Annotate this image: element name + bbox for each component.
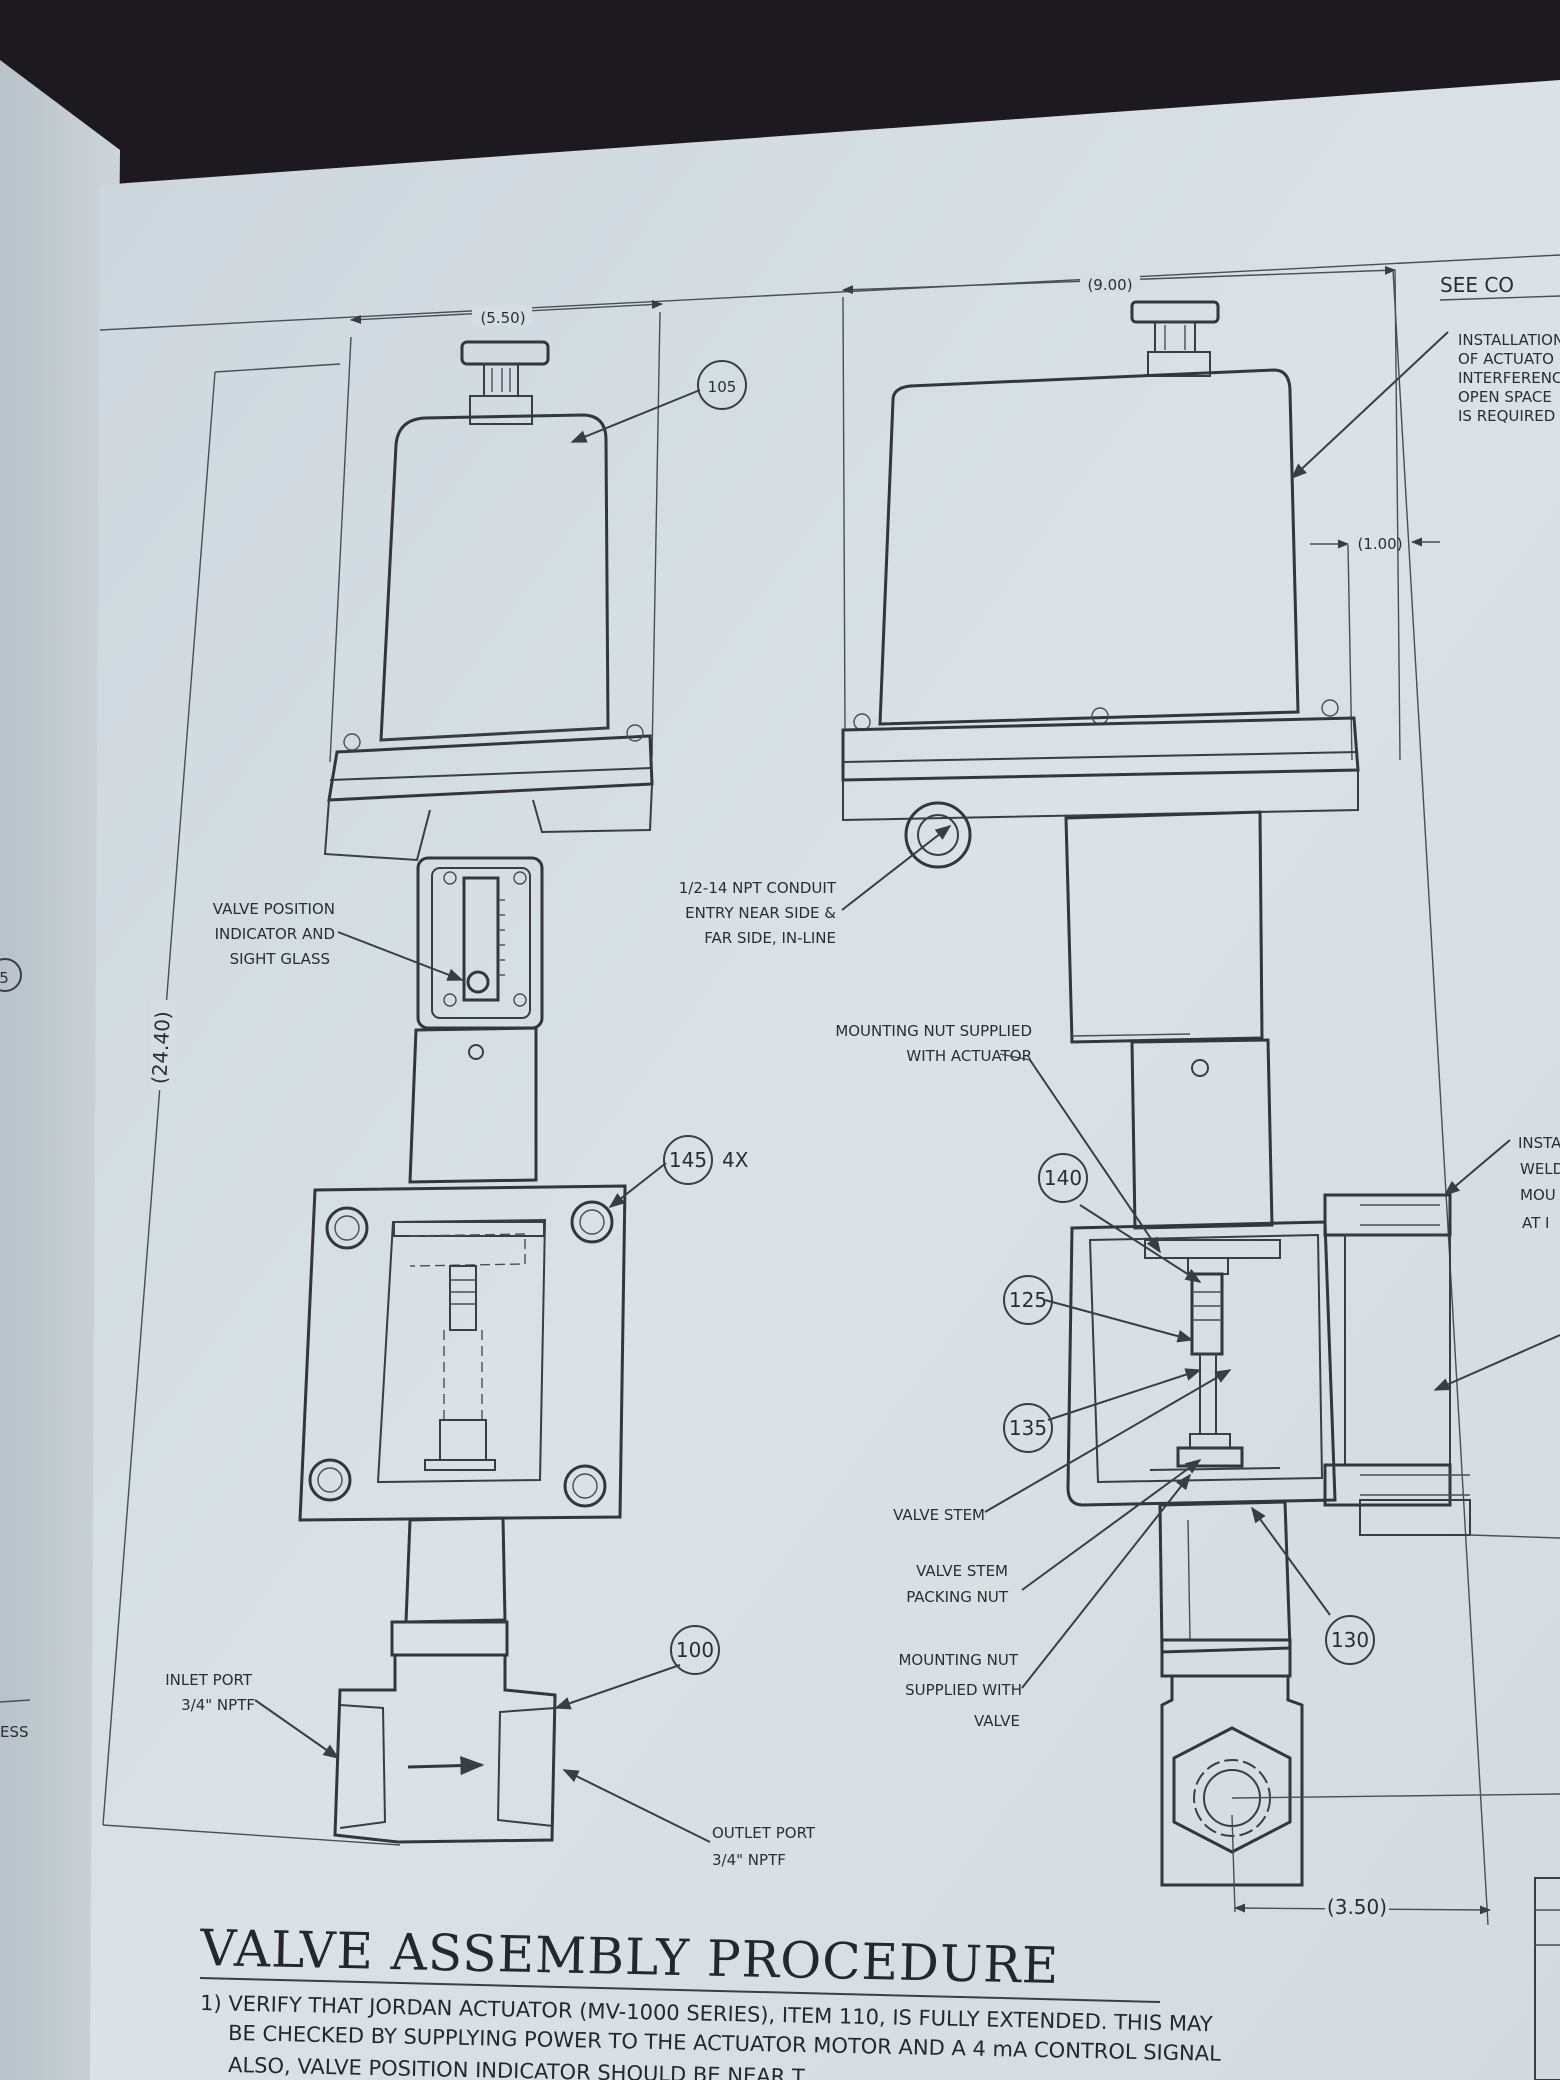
callout-mounting-nut-actuator-2: WITH ACTUATOR <box>906 1047 1032 1065</box>
note-installation-5: IS REQUIRED <box>1458 407 1555 425</box>
right-assembly-view: (9.00) (1.00) <box>841 265 1560 2080</box>
note-inst-weld-2: WELD <box>1520 1160 1560 1178</box>
note-installation-2: OF ACTUATO <box>1458 350 1554 368</box>
edge-circle-text: 5 <box>0 969 9 987</box>
callout-valve-position-2: INDICATOR AND <box>215 925 335 943</box>
note-inst-weld-4: AT I <box>1522 1214 1549 1232</box>
note-inst-weld-1: INSTA <box>1518 1134 1560 1152</box>
callout-mounting-nut-valve-2: SUPPLIED WITH <box>905 1681 1022 1699</box>
balloon-145: 145 <box>669 1148 707 1172</box>
left-assembly-view: (5.50) (24.40) <box>102 300 664 1846</box>
callout-conduit-2: ENTRY NEAR SIDE & <box>685 904 836 922</box>
leader-lines <box>254 331 1560 1843</box>
callout-inlet-1: INLET PORT <box>165 1671 253 1689</box>
balloon-140: 140 <box>1044 1166 1082 1190</box>
balloon-145-qty: 4X <box>722 1148 749 1172</box>
dim-height: (24.40) <box>147 1011 175 1085</box>
callout-conduit-3: FAR SIDE, IN-LINE <box>704 929 836 947</box>
note-see-co: SEE CO <box>1440 273 1514 297</box>
edge-marks: 5 ESS <box>0 958 31 1741</box>
callout-mounting-nut-actuator-1: MOUNTING NUT SUPPLIED <box>835 1022 1032 1040</box>
callout-mounting-nut-valve-3: VALVE <box>974 1712 1020 1730</box>
note-inst-weld-3: MOU <box>1520 1186 1556 1204</box>
note-installation-3: INTERFERENC <box>1458 369 1560 387</box>
callout-inlet-2: 3/4" NPTF <box>181 1696 255 1714</box>
balloon-135: 135 <box>1009 1416 1047 1440</box>
left-bolts <box>308 1200 614 1508</box>
dim-port-offset: (3.50) <box>1327 1895 1387 1919</box>
callout-packing-nut-1: VALVE STEM <box>916 1562 1008 1580</box>
balloon-130: 130 <box>1331 1628 1369 1652</box>
callout-valve-position-1: VALVE POSITION <box>213 900 335 918</box>
balloon-100: 100 <box>676 1638 714 1662</box>
callout-outlet-1: OUTLET PORT <box>712 1824 816 1842</box>
balloon-105: 105 <box>708 378 737 396</box>
callout-text: VALVE POSITION INDICATOR AND SIGHT GLASS… <box>165 273 1560 1869</box>
note-installation-1: INSTALLATION <box>1458 331 1560 349</box>
dim-right-width: (9.00) <box>1087 276 1132 294</box>
dim-left-width: (5.50) <box>480 309 525 327</box>
callout-conduit-1: 1/2-14 NPT CONDUIT <box>679 879 837 897</box>
page-background <box>0 60 1560 2080</box>
callout-packing-nut-2: PACKING NUT <box>906 1588 1009 1606</box>
callout-valve-stem: VALVE STEM <box>893 1506 985 1524</box>
note-installation-4: OPEN SPACE <box>1458 388 1552 406</box>
item-balloons: 105 145 4X 100 140 125 135 130 <box>663 360 1375 1675</box>
callout-outlet-2: 3/4" NPTF <box>712 1851 786 1869</box>
callout-valve-position-3: SIGHT GLASS <box>230 950 330 968</box>
balloon-125: 125 <box>1009 1288 1047 1312</box>
edge-text: ESS <box>0 1723 29 1741</box>
dim-clearance: (1.00) <box>1357 535 1402 553</box>
callout-mounting-nut-valve-1: MOUNTING NUT <box>898 1651 1018 1669</box>
